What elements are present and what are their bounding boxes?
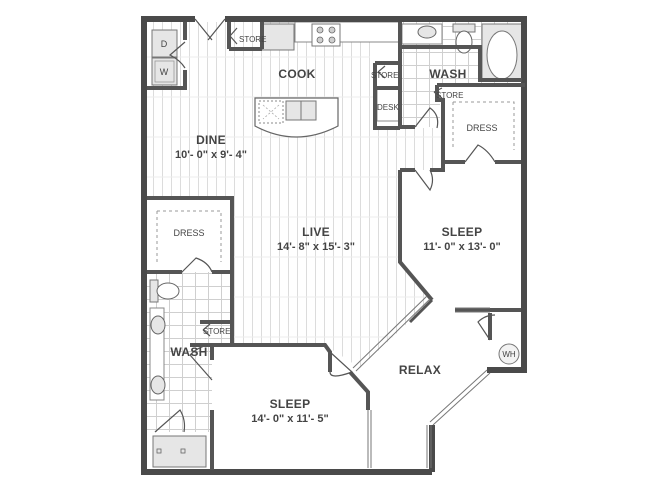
room-sleep-1-name: SLEEP — [442, 225, 483, 239]
room-dress-1-name: DRESS — [466, 123, 497, 133]
room-sleep-2-dimensions: 14'- 0" x 11'- 5" — [251, 413, 328, 425]
room-wash-1-name: WASH — [429, 67, 466, 81]
room-live-dimensions: 14'- 8" x 15'- 3" — [277, 241, 355, 253]
room-live-name: LIVE — [302, 225, 330, 239]
room-dress-2-name: DRESS — [173, 228, 204, 238]
store-cook-right-label: STORE — [371, 71, 398, 80]
dryer-label: D — [161, 39, 168, 49]
desk-label: DESK — [377, 103, 399, 112]
windows — [352, 295, 491, 468]
room-dine-name: DINE — [196, 133, 226, 147]
outer-wall — [141, 16, 527, 475]
toilet-second — [156, 282, 180, 300]
water-heater — [498, 343, 520, 365]
water-heater-label: WH — [502, 350, 516, 359]
store-wash-2-label: STORE — [203, 327, 230, 336]
sink-master — [417, 25, 437, 39]
doors — [154, 18, 496, 433]
room-wash-2-name: WASH — [170, 345, 207, 359]
walls — [141, 16, 527, 475]
store-kitchen-label: STORE — [239, 35, 266, 44]
closet-outlines — [156, 101, 515, 262]
floor-relax — [360, 300, 490, 468]
room-sleep-1-dimensions: 11'- 0" x 13'- 0" — [423, 241, 500, 253]
floor-sleep-2 — [212, 345, 370, 468]
floor-dress-1 — [443, 92, 521, 162]
room-sleep-2-name: SLEEP — [270, 397, 311, 411]
shower — [152, 435, 207, 468]
room-cook-name: COOK — [278, 67, 315, 81]
floor-sleep-1 — [403, 170, 521, 310]
refrigerator — [261, 23, 295, 51]
washer — [151, 57, 178, 86]
range — [311, 23, 341, 47]
room-relax-name: RELAX — [399, 363, 441, 377]
bath-fixtures — [149, 23, 523, 468]
kitchen-fixtures — [151, 21, 401, 138]
store-wash-1-label: STORE — [436, 91, 463, 100]
toilet-master — [455, 30, 473, 54]
room-dine-dimensions: 10'- 0" x 9'- 4" — [175, 149, 247, 161]
sink-second-1 — [150, 315, 166, 335]
washer-label: W — [160, 67, 169, 77]
bathtub — [486, 30, 518, 80]
floor-dress-2 — [150, 200, 230, 270]
labels: COOK DINE 10'- 0" x 9'- 4" LIVE 14'- 8" … — [160, 35, 516, 425]
sink-second-2 — [150, 375, 166, 395]
